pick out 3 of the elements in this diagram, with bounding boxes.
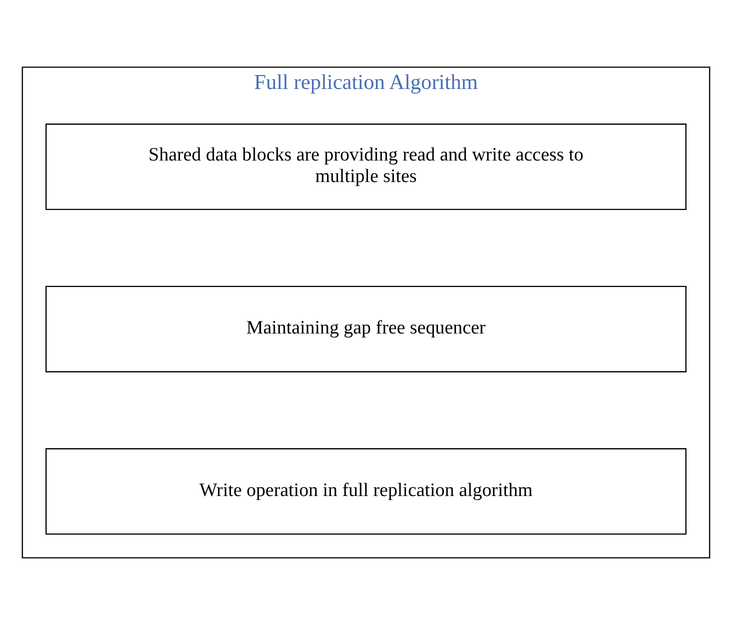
node-box: Maintaining gap free sequencer (45, 285, 687, 372)
node-box: Shared data blocks are providing read and write access to multiple sites (45, 123, 687, 210)
node-box: Write operation in full replication algorithm (45, 448, 687, 534)
